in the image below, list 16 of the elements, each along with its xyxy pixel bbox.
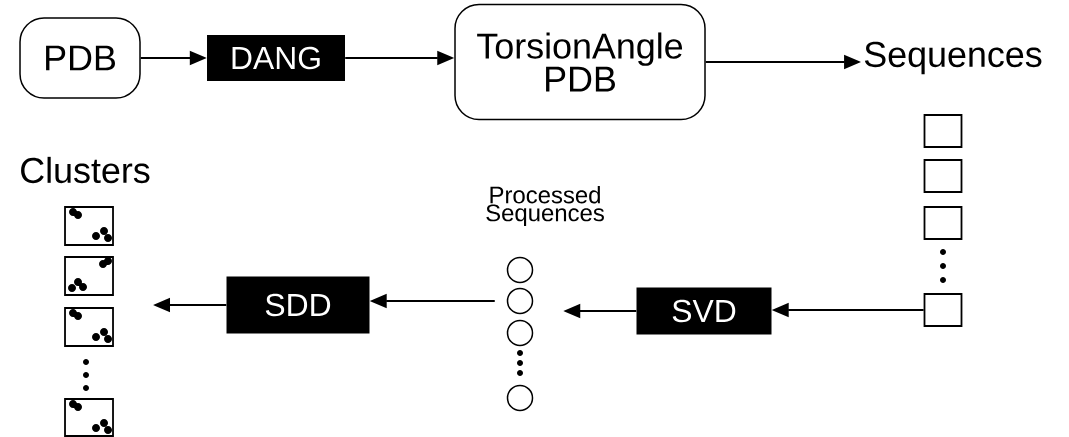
- process-box: SVD: [636, 287, 772, 335]
- column-label: Processed Sequences: [486, 185, 604, 227]
- sequence-box: [923, 293, 963, 327]
- sequence-box: [923, 114, 963, 148]
- process-box: TorsionAngle PDB: [454, 3, 706, 121]
- process-box: PDB: [19, 17, 141, 99]
- sequence-box: [923, 206, 963, 240]
- process-box: DANG: [207, 35, 345, 81]
- output-label: Sequences: [864, 41, 1042, 75]
- heading-label: Clusters: [21, 156, 150, 184]
- sequence-circle: [506, 319, 534, 347]
- sequence-circle: [506, 287, 534, 315]
- sequence-circle: [506, 256, 534, 284]
- process-box: SDD: [226, 276, 370, 334]
- sequence-box: [923, 159, 963, 193]
- sequence-circle: [506, 384, 534, 412]
